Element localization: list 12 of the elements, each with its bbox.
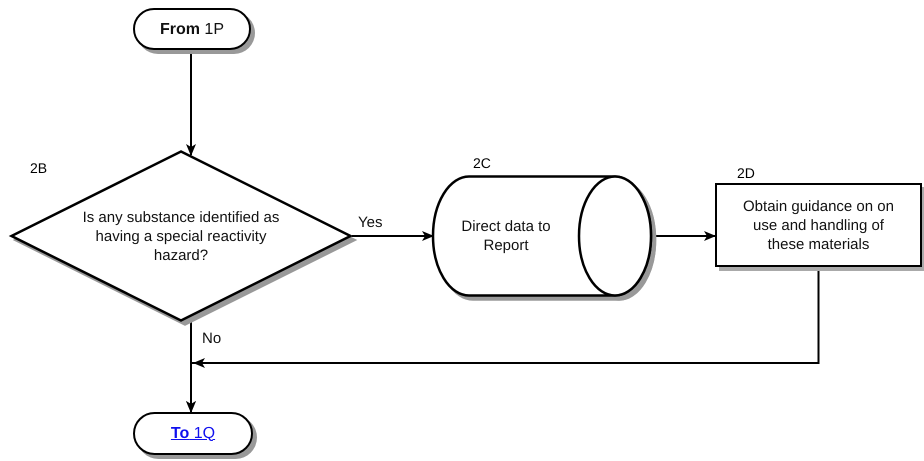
- step-id: 2B: [30, 160, 48, 176]
- step-text: Direct data to Report: [460, 217, 552, 255]
- arrow: [352, 231, 434, 241]
- terminator-label: From 1P: [158, 20, 225, 38]
- question-text: Is any substance identified as having a special reactivity hazard?: [82, 208, 280, 264]
- storage-cylinder: [433, 175, 651, 297]
- step-id: 2D: [737, 165, 755, 181]
- step-text: Obtain guidance on on use and handling of these materials: [742, 196, 895, 254]
- step-id: 2C: [473, 155, 491, 171]
- decision-diamond: [10, 150, 352, 322]
- link: To 1Q: [170, 424, 216, 442]
- arrow: [651, 231, 716, 241]
